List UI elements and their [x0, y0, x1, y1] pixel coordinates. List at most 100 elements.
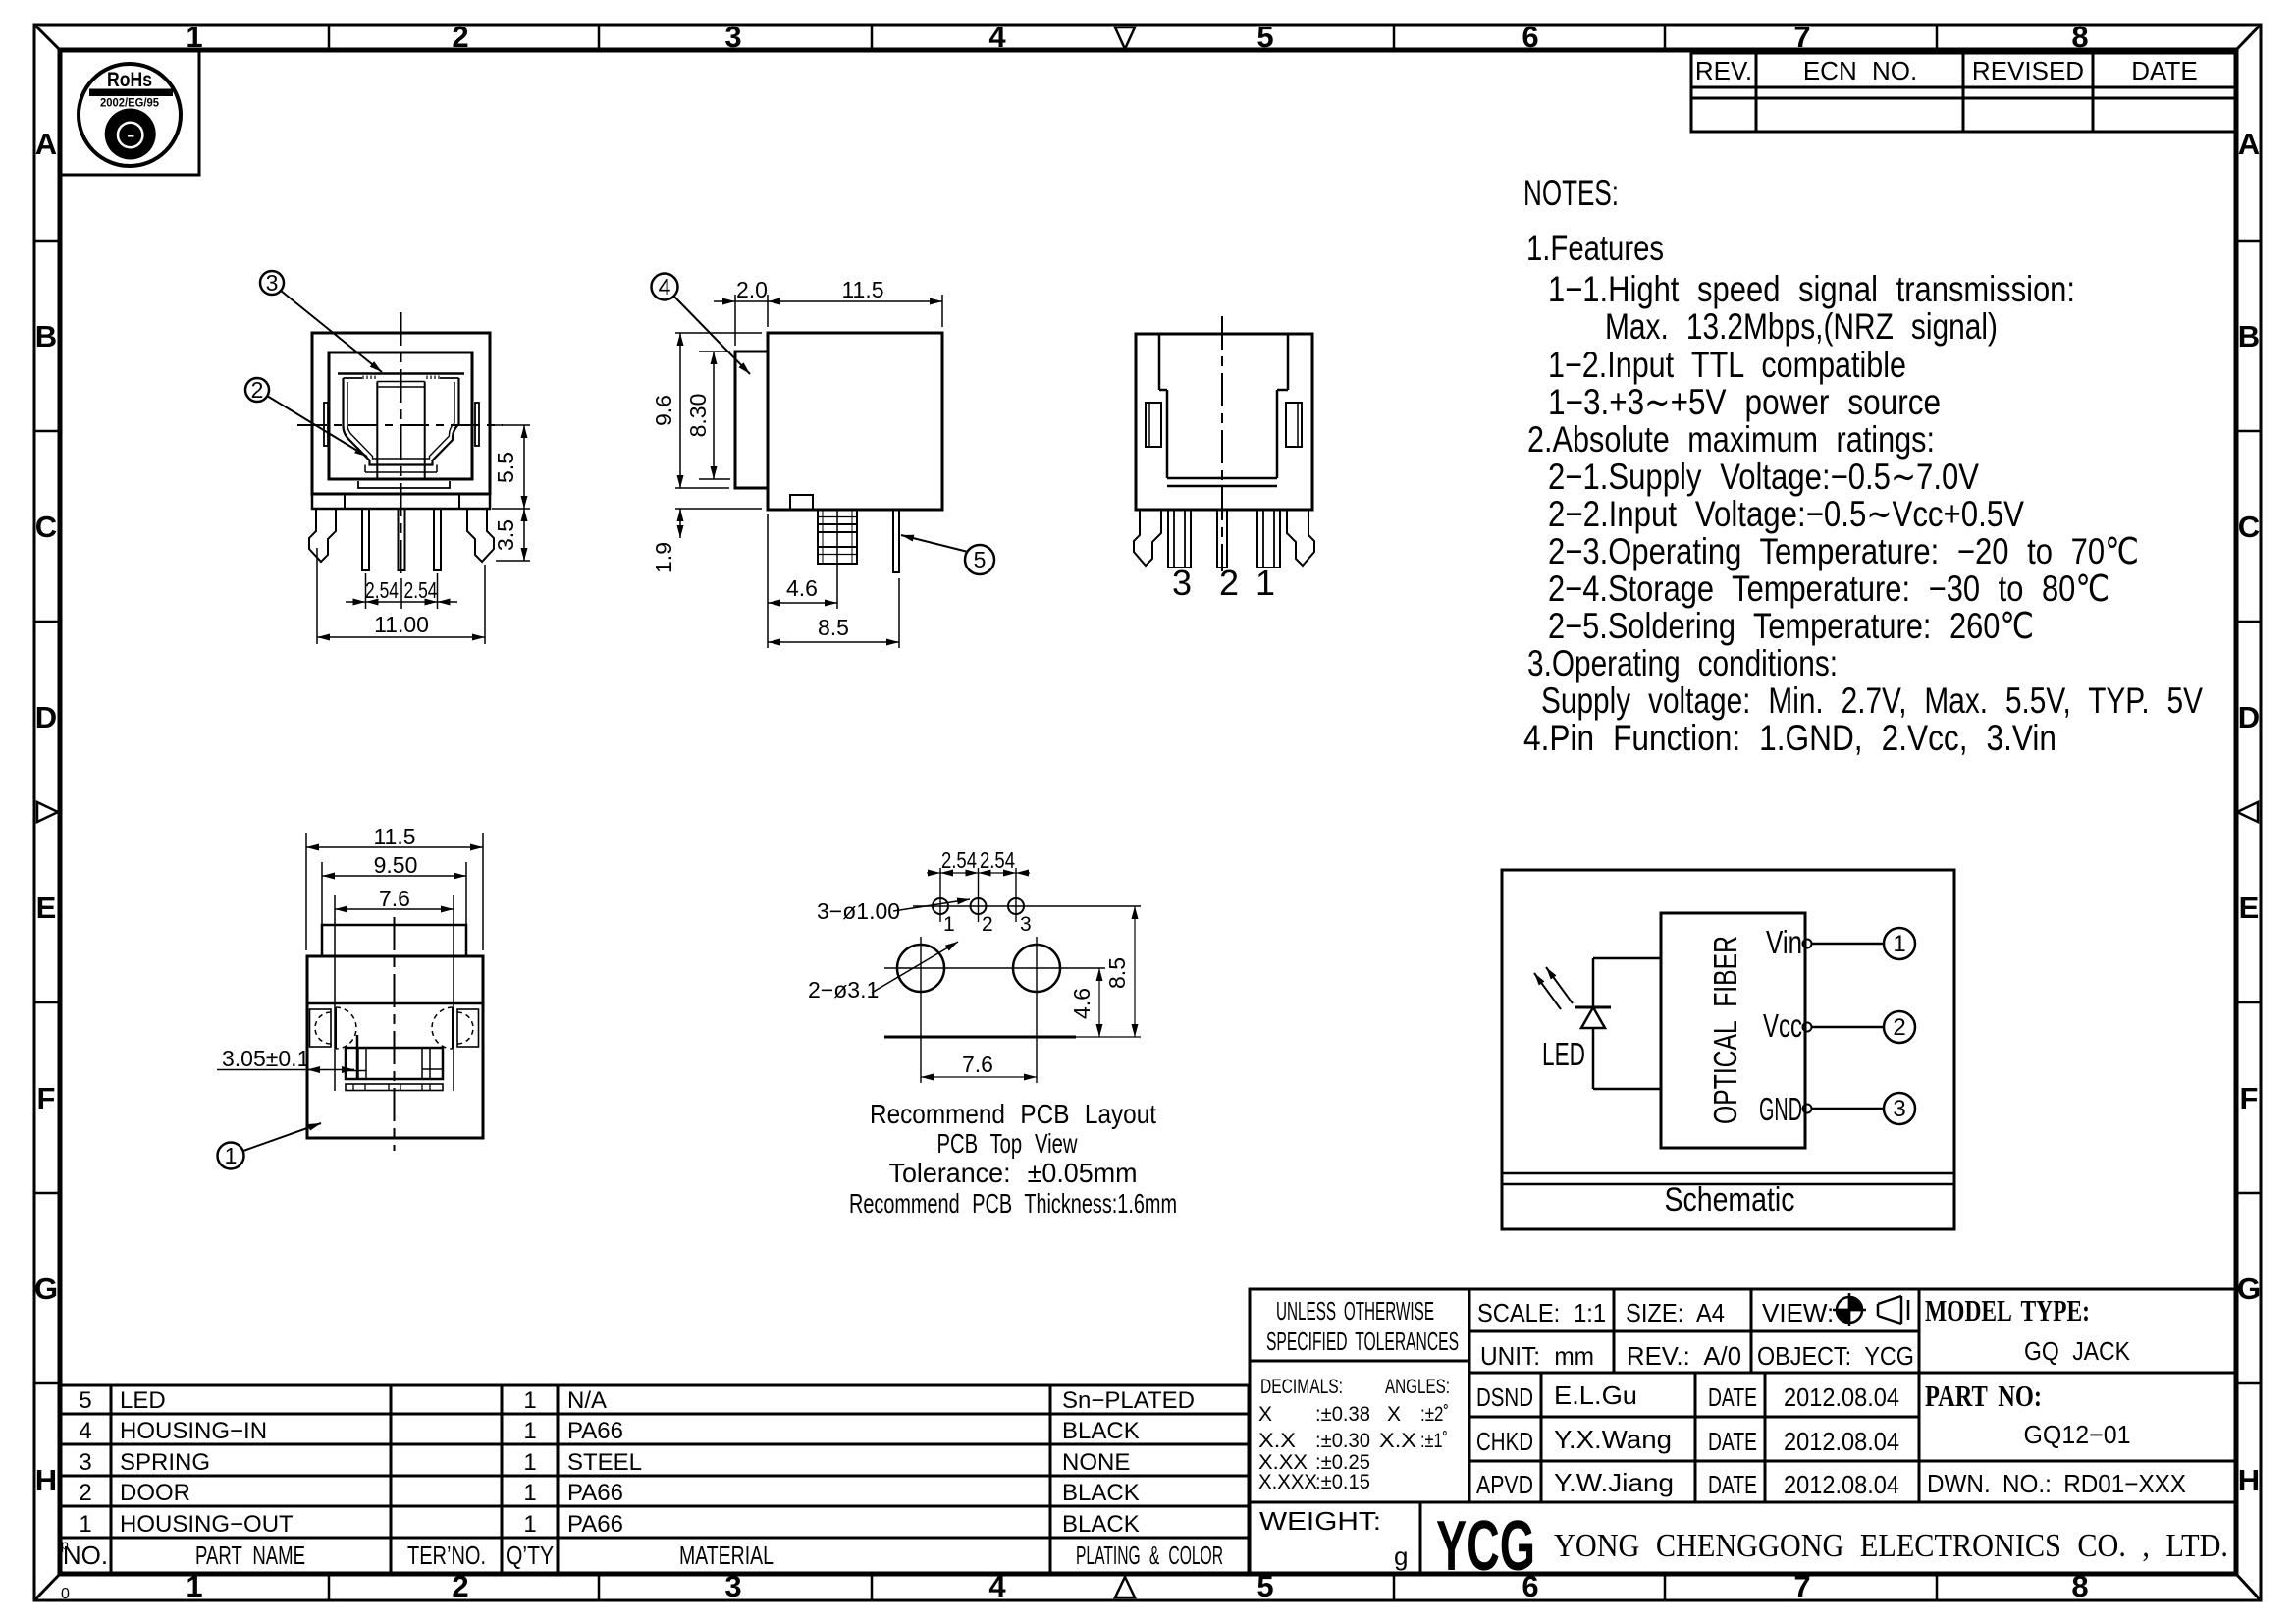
svg-text:Recommend PCB Layout: Recommend PCB Layout [870, 1099, 1156, 1129]
svg-text:2012.08.04: 2012.08.04 [1784, 1470, 1899, 1499]
svg-text::±0.30: :±0.30 [1315, 1430, 1370, 1452]
svg-text:RoHs: RoHs [107, 69, 152, 91]
svg-text:2−5.Soldering Temperature: 260: 2−5.Soldering Temperature: 260℃ [1548, 606, 2034, 646]
svg-text:HOUSING−OUT: HOUSING−OUT [120, 1511, 294, 1538]
svg-text:4: 4 [988, 20, 1006, 54]
svg-text:YCG: YCG [1436, 1507, 1535, 1586]
svg-text:OPTICAL FIBER: OPTICAL FIBER [1707, 936, 1743, 1124]
svg-text:1: 1 [523, 1511, 536, 1538]
svg-text:1.Features: 1.Features [1526, 228, 1664, 268]
svg-text:2.Absolute maximum ratings:: 2.Absolute maximum ratings: [1527, 419, 1935, 460]
svg-text:ECN NO.: ECN NO. [1803, 56, 1917, 85]
svg-text:2012.08.04: 2012.08.04 [1784, 1382, 1899, 1412]
svg-text:CHKD: CHKD [1476, 1427, 1533, 1456]
svg-text:8.30: 8.30 [685, 394, 711, 438]
svg-text:11.5: 11.5 [841, 277, 883, 302]
svg-text:2: 2 [982, 913, 993, 936]
svg-text:7.6: 7.6 [379, 886, 410, 911]
svg-text:2: 2 [452, 1569, 468, 1603]
svg-text:3: 3 [1172, 563, 1192, 603]
svg-text:SPRING: SPRING [120, 1449, 210, 1476]
svg-text:6: 6 [1522, 20, 1538, 54]
svg-text:GQ JACK: GQ JACK [2024, 1336, 2131, 1366]
svg-text:2: 2 [452, 20, 468, 54]
svg-text:MODEL TYPE:: MODEL TYPE: [1925, 1293, 2090, 1327]
svg-text:Supply voltage: Min. 2.7V, Max: Supply voltage: Min. 2.7V, Max. 5.5V, TY… [1541, 680, 2203, 721]
svg-text:3: 3 [266, 270, 279, 296]
svg-text:2.54: 2.54 [941, 847, 977, 873]
svg-text:X.X: X.X [1258, 1430, 1296, 1452]
svg-text:X: X [1387, 1403, 1401, 1426]
svg-text:1: 1 [225, 1143, 238, 1168]
svg-text:G: G [34, 1272, 58, 1306]
svg-text:F: F [2240, 1081, 2259, 1115]
svg-text:SCALE: 1:1: SCALE: 1:1 [1477, 1298, 1606, 1327]
svg-text:X.X: X.X [1379, 1430, 1416, 1452]
svg-text:1−2.Input TTL compatible: 1−2.Input TTL compatible [1548, 345, 1906, 385]
svg-text:g: g [1394, 1542, 1408, 1571]
svg-text:DATE: DATE [1708, 1470, 1757, 1499]
svg-text:7: 7 [1793, 20, 1810, 54]
svg-text:REV.: REV. [1695, 56, 1752, 85]
svg-text:1: 1 [1255, 563, 1275, 603]
svg-text::±1˚: :±1˚ [1420, 1430, 1448, 1452]
svg-text:APVD: APVD [1476, 1470, 1533, 1499]
svg-text:1: 1 [186, 1569, 202, 1603]
svg-text:YONG CHENGGONG ELECTRONICS CO.: YONG CHENGGONG ELECTRONICS CO. , LTD. [1554, 1528, 2228, 1564]
svg-text:BLACK: BLACK [1062, 1480, 1140, 1506]
svg-text:4.6: 4.6 [786, 575, 818, 601]
svg-text:Q’TY: Q’TY [507, 1541, 554, 1570]
svg-text:11.5: 11.5 [373, 824, 415, 849]
svg-text:2−ø3.1: 2−ø3.1 [808, 977, 879, 1002]
svg-text:UNLESS OTHERWISE: UNLESS OTHERWISE [1276, 1296, 1434, 1326]
svg-text:1−3.+3∼+5V power source: 1−3.+3∼+5V power source [1548, 382, 1941, 422]
svg-text:Vin: Vin [1766, 924, 1802, 960]
svg-text:2: 2 [251, 377, 264, 403]
svg-text:E.L.Gu: E.L.Gu [1554, 1380, 1637, 1410]
svg-text:GND: GND [1759, 1091, 1802, 1127]
svg-text:LED: LED [120, 1387, 166, 1414]
svg-text:2.54: 2.54 [404, 577, 438, 603]
svg-text:UNIT: mm: UNIT: mm [1480, 1341, 1594, 1371]
svg-text:7: 7 [1793, 1569, 1810, 1603]
svg-text:1: 1 [523, 1449, 536, 1476]
svg-text:DOOR: DOOR [120, 1480, 190, 1506]
svg-text:3: 3 [724, 20, 741, 54]
svg-text:7.6: 7.6 [962, 1052, 993, 1077]
svg-text:1: 1 [943, 913, 955, 936]
svg-text:5.5: 5.5 [493, 452, 518, 483]
svg-text:3: 3 [1020, 913, 1032, 936]
svg-text:2: 2 [79, 1480, 91, 1506]
svg-text:4: 4 [79, 1418, 91, 1444]
svg-text:2−3.Operating Temperature: −20: 2−3.Operating Temperature: −20 to 70℃ [1548, 531, 2139, 571]
svg-text:2002/EG/95: 2002/EG/95 [100, 96, 159, 110]
svg-text:NOTES:: NOTES: [1523, 173, 1619, 213]
svg-text:2−2.Input Voltage:−0.5∼Vcc+0.5: 2−2.Input Voltage:−0.5∼Vcc+0.5V [1548, 494, 2024, 534]
svg-text:2012.08.04: 2012.08.04 [1784, 1427, 1899, 1456]
svg-text:5: 5 [974, 547, 987, 572]
svg-text:1.9: 1.9 [651, 542, 676, 573]
svg-text:5: 5 [1256, 1569, 1273, 1603]
svg-text:B: B [2238, 319, 2260, 353]
svg-text:BLACK: BLACK [1062, 1418, 1140, 1444]
svg-text:ANGLES:: ANGLES: [1385, 1376, 1450, 1398]
svg-text:TER’NO.: TER’NO. [407, 1541, 486, 1570]
svg-text:PA66: PA66 [567, 1418, 623, 1444]
svg-text:1: 1 [1893, 931, 1905, 957]
svg-text:p: p [61, 1537, 69, 1552]
svg-text:DWN. NO.: RD01−XXX: DWN. NO.: RD01−XXX [1927, 1469, 2186, 1498]
svg-text:3: 3 [79, 1449, 91, 1476]
svg-text:4: 4 [659, 274, 671, 299]
svg-text:B: B [35, 319, 57, 353]
svg-text:1: 1 [79, 1511, 91, 1538]
svg-text:STEEL: STEEL [567, 1449, 642, 1476]
svg-text:E: E [2239, 891, 2260, 925]
svg-text:REVISED: REVISED [1972, 56, 2084, 85]
svg-text:3: 3 [724, 1569, 741, 1603]
svg-text::±0.15: :±0.15 [1315, 1471, 1370, 1493]
svg-text:DATE: DATE [1708, 1382, 1757, 1412]
svg-text:X.XXX: X.XXX [1258, 1471, 1317, 1493]
svg-text:E: E [36, 891, 57, 925]
svg-text:NO.: NO. [63, 1541, 108, 1570]
svg-text:PA66: PA66 [567, 1480, 623, 1506]
